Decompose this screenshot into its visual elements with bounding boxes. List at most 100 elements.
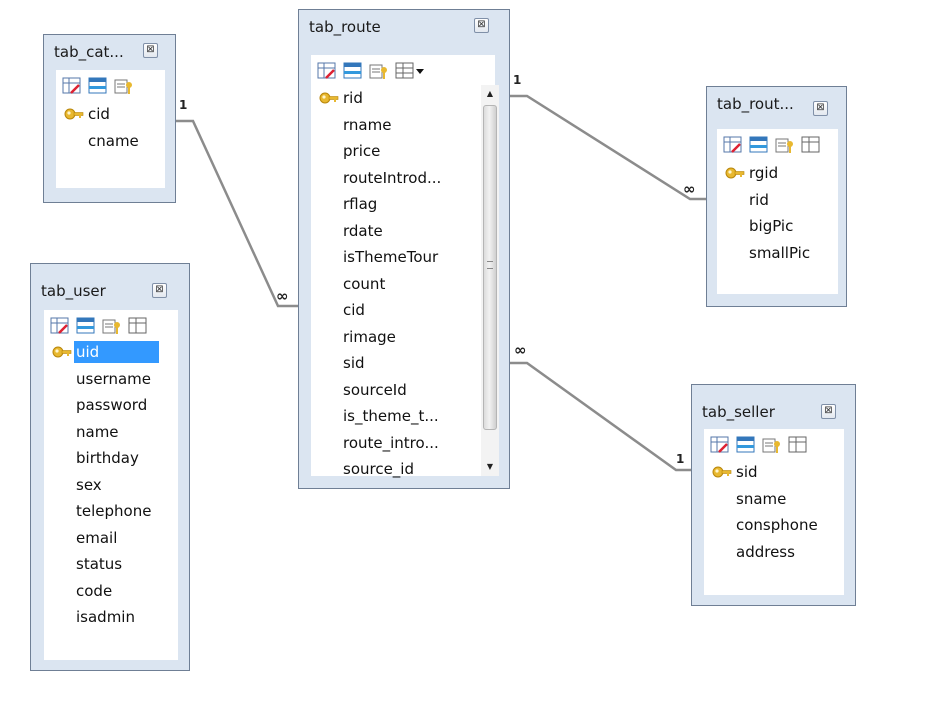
field-name: route_intro... — [343, 433, 439, 452]
field-row[interactable]: sourceId — [311, 377, 495, 404]
table-toolbar — [710, 435, 808, 455]
field-row[interactable]: status — [44, 551, 178, 578]
field-row[interactable]: route_intro... — [311, 430, 495, 457]
cardinality-one-category: 1 — [179, 98, 188, 112]
field-row[interactable]: count — [311, 271, 495, 298]
field-row[interactable]: cname — [56, 128, 165, 155]
close-icon[interactable]: ⊠ — [813, 101, 828, 116]
field-row[interactable]: routeIntrod... — [311, 165, 495, 192]
design-table-icon[interactable] — [76, 317, 96, 335]
field-row[interactable]: smallPic — [717, 240, 838, 267]
table-title: tab_rout... — [717, 95, 794, 113]
field-list: cid cname — [56, 101, 165, 154]
close-icon[interactable]: ⊠ — [143, 43, 158, 58]
field-row[interactable]: sid — [704, 459, 844, 486]
field-row[interactable]: rdate — [311, 218, 495, 245]
field-row[interactable]: telephone — [44, 498, 178, 525]
field-row[interactable]: is_theme_t... — [311, 403, 495, 430]
edit-table-icon[interactable] — [710, 436, 730, 454]
table-card-tab-category[interactable]: tab_cat... ⊠ cid cname — [43, 34, 176, 203]
design-table-icon[interactable] — [88, 77, 108, 95]
field-row[interactable]: birthday — [44, 445, 178, 472]
field-row[interactable]: cid — [56, 101, 165, 128]
cardinality-many-route-seller: ∞ — [514, 341, 527, 359]
scroll-down-icon[interactable]: ▼ — [486, 462, 494, 471]
field-row[interactable]: price — [311, 138, 495, 165]
field-name: source_id — [343, 460, 415, 478]
field-name: status — [76, 555, 123, 573]
field-row[interactable]: sid — [311, 350, 495, 377]
index-table-icon[interactable] — [762, 436, 782, 454]
index-table-icon[interactable] — [775, 136, 795, 154]
field-row[interactable]: rgid — [717, 160, 838, 187]
field-name: is_theme_t... — [343, 407, 439, 425]
field-row[interactable]: username — [44, 366, 178, 393]
close-icon[interactable]: ⊠ — [821, 404, 836, 419]
field-name: birthday — [76, 449, 139, 467]
field-name: password — [76, 396, 148, 414]
field-row[interactable]: name — [44, 419, 178, 446]
grid-icon[interactable] — [128, 317, 148, 335]
scroll-thumb[interactable] — [483, 105, 497, 430]
edit-table-icon[interactable] — [50, 317, 70, 335]
index-table-icon[interactable] — [369, 62, 389, 80]
field-row[interactable]: bigPic — [717, 213, 838, 240]
field-row[interactable]: isThemeTour — [311, 244, 495, 271]
link-route-seller[interactable] — [510, 361, 692, 472]
close-icon[interactable]: ⊠ — [474, 18, 489, 33]
field-row[interactable]: rname — [311, 112, 495, 139]
field-row[interactable]: consphone — [704, 512, 844, 539]
field-name: rimage — [343, 327, 396, 346]
field-row[interactable]: rimage — [311, 324, 495, 351]
field-name: count — [343, 274, 386, 293]
field-name: address — [736, 542, 795, 561]
link-category-route[interactable] — [175, 119, 298, 308]
field-row[interactable]: sex — [44, 472, 178, 499]
field-row[interactable]: rid — [717, 187, 838, 214]
field-name: rname — [343, 115, 392, 134]
design-table-icon[interactable] — [736, 436, 756, 454]
cardinality-one-route-img: 1 — [513, 73, 522, 87]
field-row[interactable]: code — [44, 578, 178, 605]
field-name: cname — [88, 131, 139, 150]
field-row[interactable]: rflag — [311, 191, 495, 218]
grid-dropdown-icon[interactable] — [395, 62, 425, 80]
field-row[interactable]: cid — [311, 297, 495, 324]
field-name: username — [76, 369, 151, 388]
field-name: cid — [88, 105, 110, 123]
close-icon[interactable]: ⊠ — [152, 283, 167, 298]
grid-icon[interactable] — [801, 136, 821, 154]
field-row[interactable]: address — [704, 539, 844, 566]
design-table-icon[interactable] — [749, 136, 769, 154]
table-title: tab_cat... — [54, 43, 124, 61]
field-row[interactable]: password — [44, 392, 178, 419]
edit-table-icon[interactable] — [317, 62, 337, 80]
index-table-icon[interactable] — [102, 317, 122, 335]
field-name: email — [76, 528, 118, 547]
field-row[interactable]: rid — [311, 85, 495, 112]
vertical-scrollbar[interactable]: ▲ ▼ — [481, 85, 499, 476]
edit-table-icon[interactable] — [62, 77, 82, 95]
design-table-icon[interactable] — [343, 62, 363, 80]
field-name: sid — [736, 463, 758, 481]
cardinality-one-seller: 1 — [676, 452, 685, 466]
field-row[interactable]: sname — [704, 486, 844, 513]
primary-key-icon — [64, 108, 84, 120]
field-row[interactable]: uid — [44, 339, 178, 366]
edit-table-icon[interactable] — [723, 136, 743, 154]
grid-icon[interactable] — [788, 436, 808, 454]
table-title: tab_seller — [702, 403, 775, 421]
scroll-up-icon[interactable]: ▲ — [486, 89, 494, 98]
link-route-img[interactable] — [510, 94, 706, 201]
field-row[interactable]: email — [44, 525, 178, 552]
index-table-icon[interactable] — [114, 77, 134, 95]
field-row[interactable]: source_id — [311, 456, 495, 483]
field-row[interactable]: isadmin — [44, 604, 178, 631]
